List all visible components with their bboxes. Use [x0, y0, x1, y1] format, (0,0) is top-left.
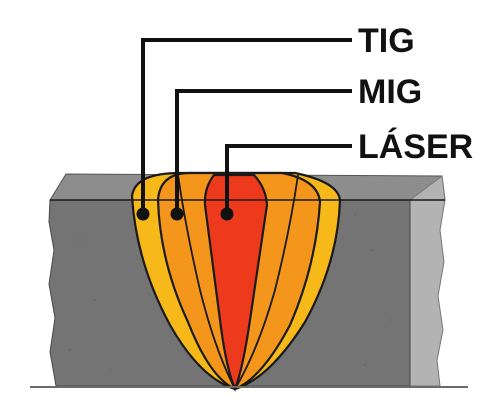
laser-leader-line	[225, 144, 352, 214]
plate-texture	[68, 214, 391, 371]
heat-contour-left	[177, 174, 236, 390]
mig-label: MIG	[358, 73, 422, 111]
heat-contour-right	[234, 174, 299, 390]
laser-marker-dot	[220, 207, 234, 221]
tig-marker-dot	[136, 207, 150, 221]
tig-leader-line	[141, 38, 352, 214]
mig-leader-line	[175, 89, 352, 214]
mig-marker-dot	[170, 207, 184, 221]
laser-label: LÁSER	[358, 128, 473, 166]
plate-right-side	[409, 175, 446, 387]
tig-label: TIG	[358, 22, 415, 60]
